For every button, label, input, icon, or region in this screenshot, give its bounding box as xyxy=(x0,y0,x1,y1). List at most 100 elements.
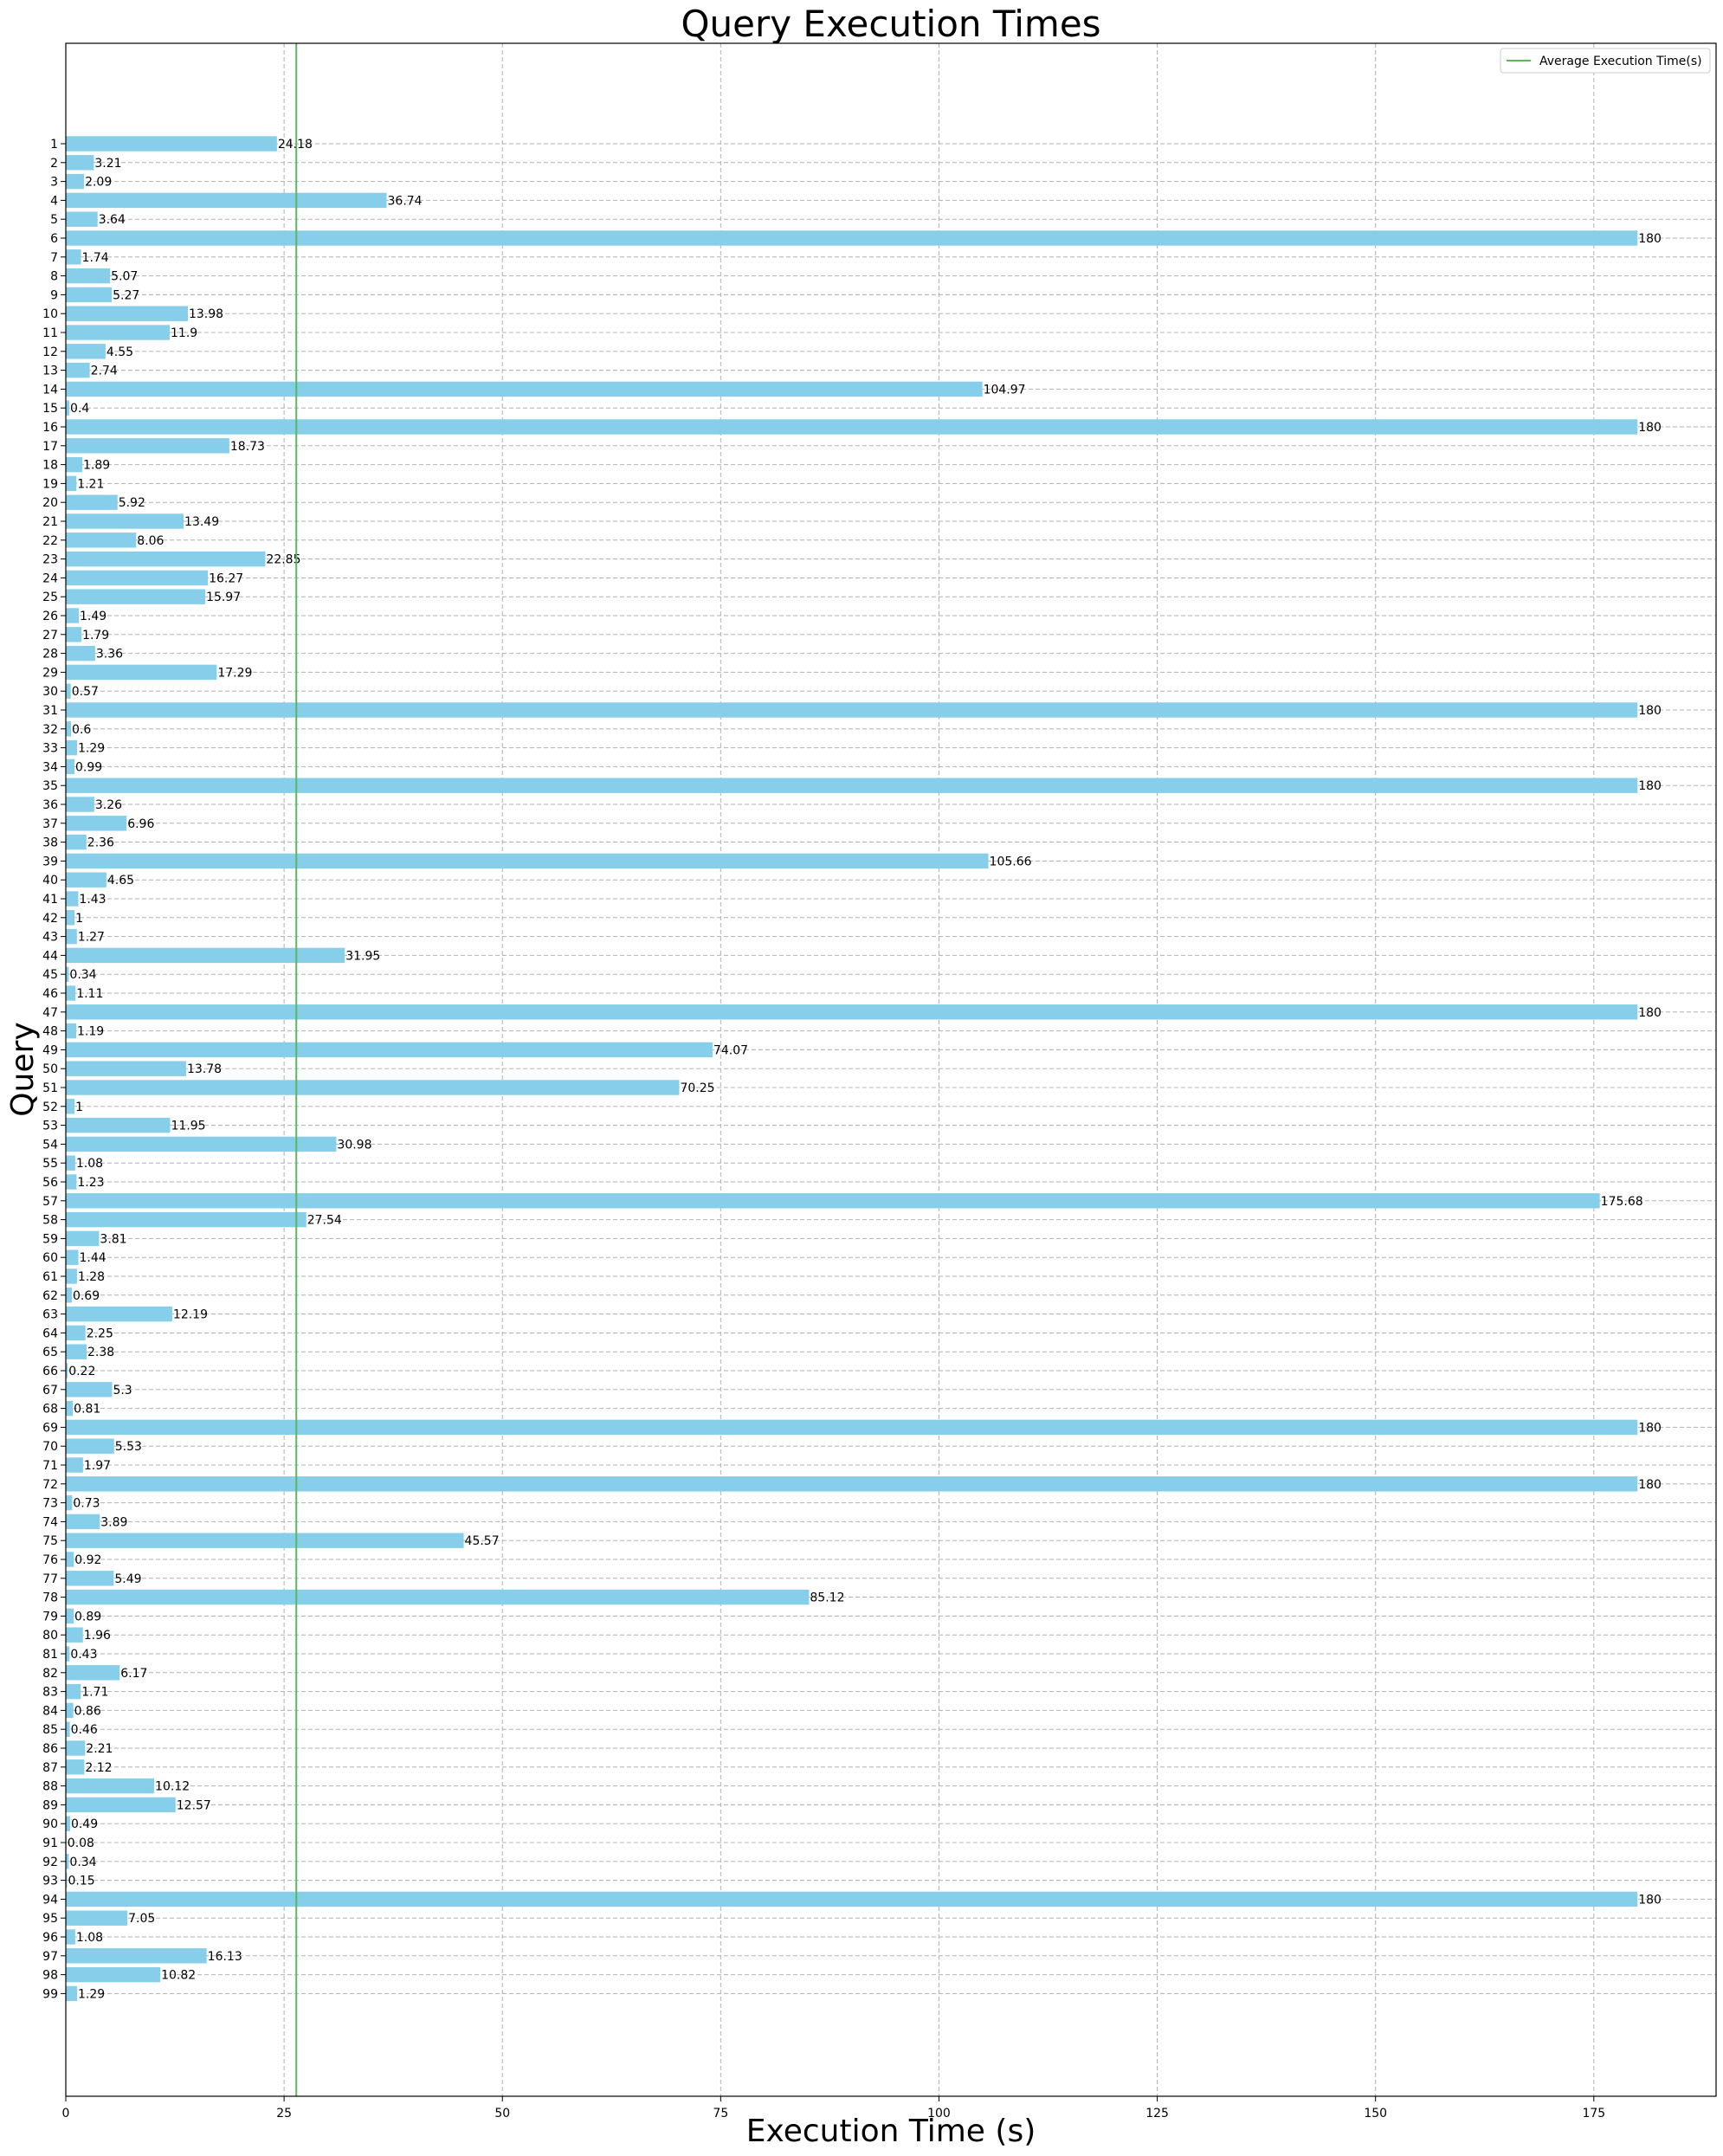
y-tick-label: 96 xyxy=(42,1931,58,1945)
bar-value-label: 1.08 xyxy=(76,1157,103,1171)
bar xyxy=(66,1306,172,1322)
bar xyxy=(66,1816,70,1831)
y-tick-label: 81 xyxy=(42,1648,58,1662)
x-tick-label: 75 xyxy=(713,2107,728,2120)
y-tick-label: 47 xyxy=(42,1006,58,1020)
y-tick-label: 29 xyxy=(42,666,58,680)
bar-value-label: 180 xyxy=(1638,421,1662,435)
y-tick-label: 53 xyxy=(42,1120,58,1133)
bar-value-label: 36.74 xyxy=(388,194,423,208)
bar xyxy=(66,758,74,775)
bar xyxy=(66,1872,68,1888)
bar-value-label: 1.49 xyxy=(80,610,106,623)
bar xyxy=(66,947,345,964)
y-tick-label: 87 xyxy=(42,1761,58,1775)
y-tick-label: 80 xyxy=(42,1629,58,1643)
y-tick-label: 37 xyxy=(42,817,58,831)
bar-value-label: 16.27 xyxy=(209,571,243,585)
y-tick-label: 16 xyxy=(42,421,58,435)
bar-value-label: 180 xyxy=(1638,1006,1662,1020)
bar xyxy=(66,1476,1638,1492)
y-tick-label: 45 xyxy=(42,968,58,982)
bar xyxy=(66,627,82,642)
bar xyxy=(66,513,184,529)
bar-value-label: 2.36 xyxy=(87,836,114,850)
bar xyxy=(66,1778,155,1794)
bar-value-label: 2.12 xyxy=(85,1761,112,1775)
bar-value-label: 3.36 xyxy=(96,648,123,662)
bar xyxy=(66,230,1638,246)
y-tick-label: 6 xyxy=(50,232,58,246)
bar-value-label: 1.44 xyxy=(80,1251,106,1265)
bar-value-label: 0.99 xyxy=(75,760,102,774)
bar-value-label: 10.82 xyxy=(161,1969,196,1983)
y-tick-label: 91 xyxy=(42,1836,58,1850)
bar-value-label: 10.12 xyxy=(155,1780,190,1794)
bar-value-label: 45.57 xyxy=(465,1534,500,1548)
x-tick-label: 175 xyxy=(1582,2107,1605,2120)
bar xyxy=(66,1344,87,1359)
bar-value-label: 31.95 xyxy=(345,949,380,963)
bar-value-label: 3.89 xyxy=(100,1515,127,1529)
y-tick-label: 42 xyxy=(42,912,58,926)
bar xyxy=(66,1080,680,1095)
bar-value-label: 22.85 xyxy=(266,553,300,567)
bar xyxy=(66,966,69,982)
y-tick-label: 89 xyxy=(42,1798,58,1812)
y-tick-label: 77 xyxy=(42,1572,58,1586)
y-tick-label: 54 xyxy=(42,1138,58,1152)
bar xyxy=(66,797,94,812)
y-tick-label: 84 xyxy=(42,1704,58,1718)
bar-value-label: 0.34 xyxy=(69,1856,96,1869)
bar xyxy=(66,1042,713,1058)
bar-value-label: 5.92 xyxy=(119,496,145,510)
y-tick-label: 44 xyxy=(42,949,58,963)
y-tick-label: 3 xyxy=(50,176,58,190)
grid-layer xyxy=(66,43,1716,2096)
bar-value-label: 3.81 xyxy=(100,1232,126,1246)
bar-value-label: 3.26 xyxy=(95,798,122,812)
y-tick-label: 49 xyxy=(42,1043,58,1057)
bar-value-label: 5.3 xyxy=(113,1384,132,1398)
bar xyxy=(66,1155,75,1171)
bar-value-label: 180 xyxy=(1638,1893,1662,1907)
bar xyxy=(66,1174,77,1190)
plot-frame xyxy=(65,42,1717,2097)
y-tick-label: 12 xyxy=(42,345,58,359)
bar xyxy=(66,249,81,265)
bar xyxy=(66,1494,73,1511)
bar xyxy=(66,1268,77,1284)
bar xyxy=(66,1288,72,1303)
bar-value-label: 30.98 xyxy=(337,1138,371,1152)
y-tick-label: 34 xyxy=(42,760,58,774)
y-tick-label: 58 xyxy=(42,1214,58,1228)
bar xyxy=(66,325,171,340)
y-tick-label: 22 xyxy=(42,534,58,548)
bar xyxy=(66,1740,86,1756)
bar xyxy=(66,570,209,586)
bar xyxy=(66,136,277,152)
y-tick-label: 97 xyxy=(42,1950,58,1964)
bar xyxy=(66,419,1638,435)
bar-value-label: 180 xyxy=(1638,779,1662,793)
y-tick-label: 18 xyxy=(42,459,58,473)
bar-value-label: 6.96 xyxy=(127,817,154,831)
legend: Average Execution Time(s) xyxy=(1500,48,1711,74)
bar xyxy=(66,702,1638,718)
bar-value-label: 0.22 xyxy=(68,1365,95,1378)
bar-value-label: 180 xyxy=(1638,704,1662,718)
bar-value-label: 1.43 xyxy=(79,893,106,907)
bar xyxy=(66,1400,74,1417)
bar-value-label: 15.97 xyxy=(206,591,241,604)
bar-value-label: 13.78 xyxy=(187,1062,222,1076)
bar-value-label: 8.06 xyxy=(137,534,164,548)
bar xyxy=(66,1061,186,1076)
bar xyxy=(66,1249,79,1265)
bar xyxy=(66,1363,68,1378)
bar xyxy=(66,1854,69,1869)
y-tick-label: 48 xyxy=(42,1025,58,1039)
bar xyxy=(66,739,78,756)
y-tick-label: 63 xyxy=(42,1308,58,1322)
bar xyxy=(66,872,106,888)
y-tick-label: 68 xyxy=(42,1403,58,1417)
